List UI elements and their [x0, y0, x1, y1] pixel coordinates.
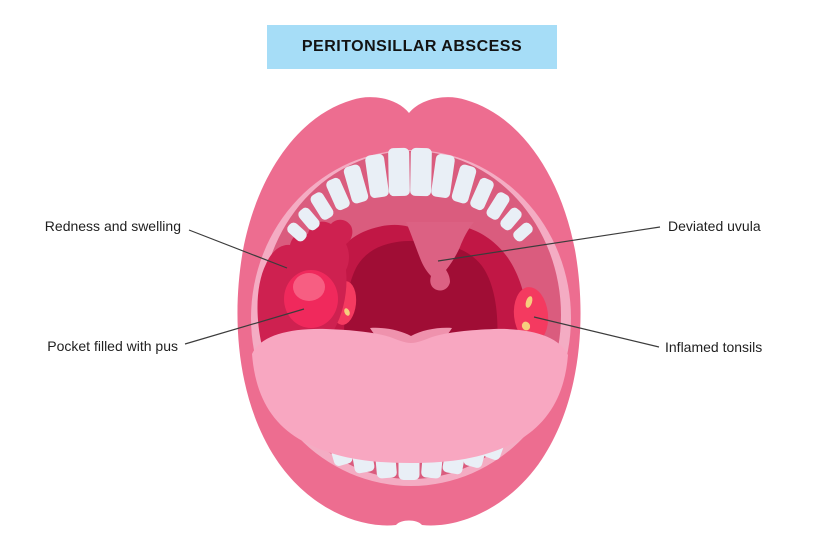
- upper-teeth: [287, 147, 533, 242]
- tooth: [365, 154, 389, 198]
- tooth: [500, 207, 522, 231]
- tooth: [310, 192, 334, 220]
- tooth: [470, 177, 494, 211]
- right-tonsil: [513, 287, 549, 343]
- pus-spot: [525, 296, 533, 308]
- pus-pocket-highlight: [293, 273, 325, 301]
- tooth: [343, 164, 369, 204]
- right-tonsil-body: [513, 287, 549, 343]
- tongue: [252, 328, 568, 463]
- tooth: [431, 154, 455, 198]
- deviated-uvula: [406, 222, 474, 291]
- leader-line-pus: [184, 308, 305, 345]
- tooth: [287, 222, 307, 242]
- leader-line-tonsils: [533, 316, 660, 348]
- tooth: [388, 147, 410, 197]
- label-inflamed-tonsils: Inflamed tonsils: [665, 339, 763, 355]
- leader-lines: [184, 226, 661, 348]
- label-pocket-filled-with-pus: Pocket filled with pus: [47, 338, 178, 354]
- tooth: [326, 177, 350, 211]
- tooth: [451, 164, 477, 204]
- tooth: [298, 207, 320, 231]
- leader-line-redness: [188, 229, 288, 269]
- page-title: PERITONSILLAR ABSCESS: [301, 38, 523, 55]
- label-deviated-uvula: Deviated uvula: [668, 218, 761, 234]
- leader-line-uvula: [437, 226, 661, 262]
- tooth: [486, 192, 510, 220]
- tooth: [410, 147, 432, 197]
- pus-spot: [521, 321, 531, 331]
- tooth: [513, 222, 533, 242]
- label-redness-and-swelling: Redness and swelling: [44, 218, 181, 234]
- right-tonsil-pus-spots: [521, 296, 533, 331]
- pus-spot: [344, 308, 350, 316]
- title-banner: PERITONSILLAR ABSCESS: [267, 25, 557, 69]
